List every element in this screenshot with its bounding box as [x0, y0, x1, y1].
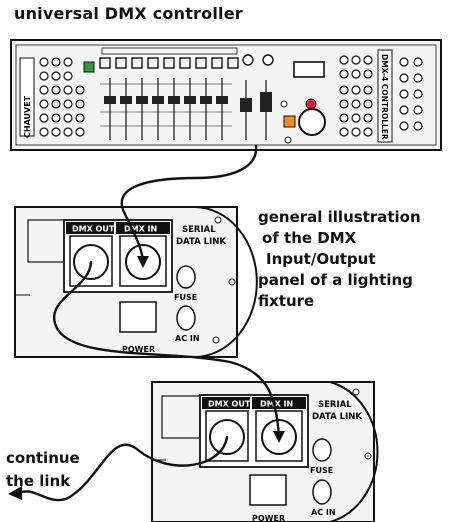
right-edge-jacks — [399, 57, 423, 131]
cable-controller-to-fixture1 — [120, 144, 258, 264]
panel1-fuse — [176, 265, 196, 289]
description-line: fixture — [258, 292, 315, 310]
panel2-serial-label: SERIAL — [318, 400, 352, 410]
continue-label: continue the link — [6, 447, 80, 493]
left-jacks — [39, 57, 85, 137]
description-line: Input/Output — [266, 250, 376, 268]
dmx-cables — [20, 144, 281, 502]
channel-faders — [100, 78, 232, 140]
arrow-to-fixture1-dmx-in — [137, 256, 149, 268]
orange-button — [283, 115, 296, 128]
panel1-power-switch — [119, 301, 157, 333]
cable-arrowheads — [8, 256, 285, 500]
panel1-data-link-label: DATA LINK — [176, 237, 226, 247]
fixture-description: general illustration of the DMX Input/Ou… — [258, 207, 421, 312]
panel2-data-link-label: DATA LINK — [312, 412, 362, 422]
continue-line: the link — [6, 472, 71, 490]
controller-brand: CHAUVET — [23, 95, 32, 138]
panel1-power-label: POWER — [122, 345, 155, 354]
panel2-power-switch — [249, 474, 287, 506]
controller-model: DMX-4 CONTROLLER — [380, 54, 389, 140]
fixture-panel-1: DMX OUT DMX IN SERIAL DATA LINK FUSE AC … — [14, 206, 258, 358]
green-led — [83, 61, 95, 73]
panel2-ac-in-label: AC IN — [311, 508, 336, 517]
jog-wheel — [298, 108, 326, 136]
dmx-controller: CHAUVET — [10, 39, 442, 151]
panel1-fuse-label: FUSE — [174, 293, 197, 302]
scene-buttons — [99, 57, 239, 69]
diagram-title: universal DMX controller — [14, 4, 243, 23]
arrow-to-fixture2-dmx-in — [273, 431, 285, 443]
description-line: of the DMX — [262, 229, 357, 247]
continue-line: continue — [6, 449, 80, 467]
description-line: general illustration — [258, 208, 421, 226]
controller-body — [10, 39, 442, 151]
panel2-power-label: POWER — [252, 514, 285, 522]
panel2-dmx-in-label: DMX IN — [260, 400, 293, 409]
panel1-dmx-in-label: DMX IN — [124, 225, 157, 234]
panel2-ac-in — [312, 479, 332, 505]
panel1-ac-in-label: AC IN — [175, 334, 200, 343]
master-faders — [240, 54, 274, 140]
fixture-panel-2: DMX OUT DMX IN SERIAL DATA LINK FUSE AC … — [151, 381, 379, 522]
panel1-serial-label: SERIAL — [182, 225, 216, 235]
panel1-dmx-out-label: DMX OUT — [72, 225, 115, 234]
panel1-ac-in — [176, 305, 196, 331]
panel2-fuse — [312, 438, 332, 462]
controller-display — [293, 61, 325, 78]
right-buttons — [339, 55, 373, 137]
panel2-fuse-label: FUSE — [310, 466, 333, 475]
cable-fixture2-continue — [20, 435, 229, 502]
cable-fixture1-to-fixture2 — [53, 260, 281, 439]
red-led — [305, 98, 317, 110]
description-line: panel of a lighting — [258, 271, 413, 289]
panel2-dmx-out-label: DMX OUT — [208, 400, 251, 409]
arrow-continue-link — [8, 486, 22, 500]
